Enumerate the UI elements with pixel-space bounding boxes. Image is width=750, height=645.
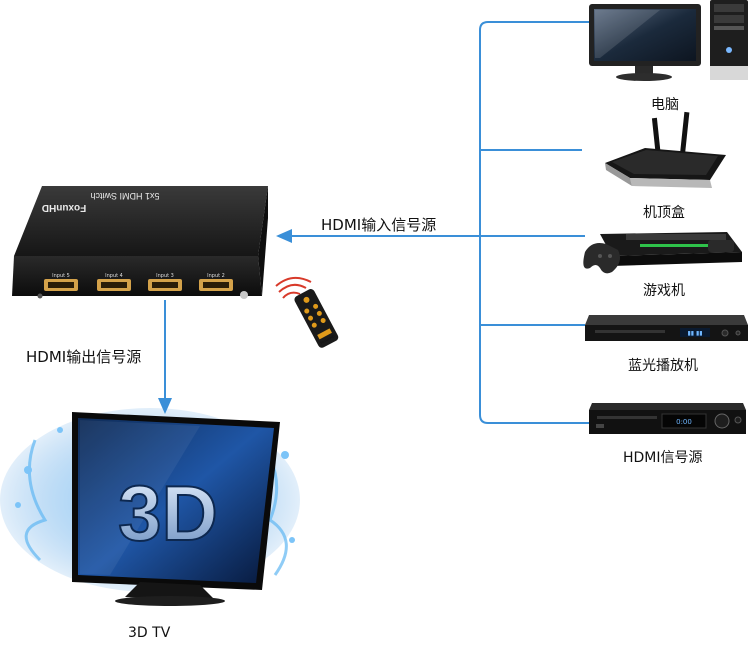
switch-brand: FoxunHD	[42, 202, 86, 213]
remote-control: FoxunHD	[275, 276, 339, 348]
input-arrow-head	[276, 229, 292, 243]
device-label-set-top-box: 机顶盒	[643, 205, 685, 221]
switch-led	[240, 291, 248, 299]
device-label-computer: 电脑	[651, 97, 679, 113]
switch-port-label: Input 3	[156, 273, 174, 279]
game-console-icon	[583, 232, 742, 274]
switch-port-label: Input 4	[105, 273, 123, 279]
tv-screen-3d-text: 3D	[118, 469, 218, 557]
hdmi-source-player-icon: 0:00	[589, 403, 746, 434]
hdmi-switch	[12, 186, 268, 299]
output-arrow-label: HDMI输出信号源	[26, 348, 142, 366]
3d-tv-icon	[0, 408, 300, 606]
dvd-display: 0:00	[676, 418, 692, 426]
switch-model: 5x1 HDMI Switch	[90, 191, 159, 201]
switch-port-label: Input 2	[207, 273, 225, 279]
device-label-game-console: 游戏机	[643, 283, 685, 299]
bluray-display: ▮▮ ▮▮	[687, 330, 702, 337]
device-label-hdmi-source: HDMI信号源	[623, 450, 703, 466]
switch-port-label: Input 5	[52, 273, 70, 279]
bluray-player-icon: ▮▮ ▮▮	[585, 315, 748, 341]
computer-icon	[589, 0, 748, 81]
tv-label: 3D TV	[128, 625, 171, 641]
set-top-box-icon	[605, 111, 726, 188]
device-label-bluray-player: 蓝光播放机	[628, 358, 698, 374]
connector-lines	[164, 21, 590, 424]
switch-ports	[44, 279, 233, 291]
input-arrow-label: HDMI输入信号源	[321, 216, 437, 234]
bus-vertical-line	[479, 21, 590, 424]
output-arrow-head	[158, 398, 172, 414]
remote-brand: FoxunHD	[320, 334, 336, 345]
